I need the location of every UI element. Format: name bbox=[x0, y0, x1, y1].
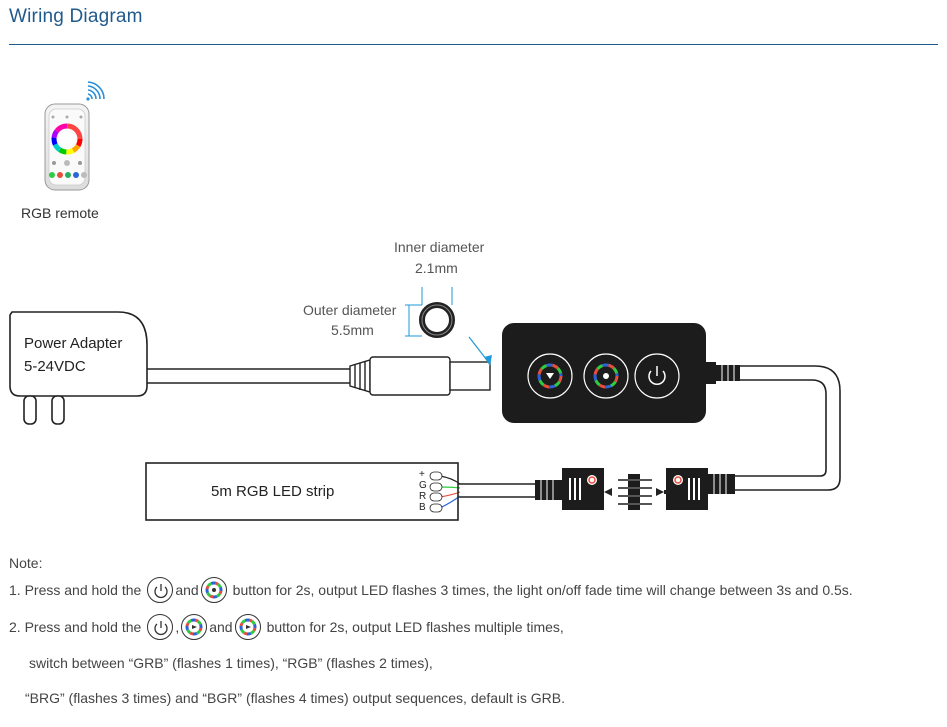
led-strip-label: 5m RGB LED strip bbox=[211, 483, 335, 500]
pin-header bbox=[598, 474, 670, 510]
right-connector bbox=[666, 468, 735, 510]
color-wheel-icon bbox=[234, 614, 261, 640]
adapter-cable bbox=[147, 368, 350, 384]
note-1-suffix: button for 2s, output LED flashes 3 time… bbox=[232, 582, 853, 598]
inner-diameter-label: Inner diameter bbox=[394, 239, 485, 255]
power-button bbox=[634, 353, 680, 399]
note-2-prefix: 2. Press and hold the bbox=[9, 619, 142, 635]
strip-pin-r: R bbox=[419, 491, 427, 502]
power-adapter-name: Power Adapter bbox=[24, 335, 123, 352]
remote-label: RGB remote bbox=[21, 205, 99, 221]
color-wheel-icon bbox=[200, 577, 227, 603]
note-1-prefix: 1. Press and hold the bbox=[9, 582, 142, 598]
power-adapter bbox=[9, 311, 148, 425]
strip-pads bbox=[429, 471, 443, 513]
strip-pin-plus: + bbox=[419, 469, 425, 480]
power-icon bbox=[147, 577, 174, 603]
outer-diameter-label: Outer diameter bbox=[303, 302, 397, 318]
inner-diameter-value: 2.1mm bbox=[415, 260, 458, 276]
outer-diameter-value: 5.5mm bbox=[331, 322, 374, 338]
note-line-1: 1. Press and hold the and button for 2s,… bbox=[9, 577, 853, 603]
note-1-and: and bbox=[175, 582, 199, 598]
mode-wheel-icon bbox=[181, 614, 208, 640]
note-line-4: “BRG” (flashes 3 times) and “BGR” (flash… bbox=[25, 690, 565, 706]
led-strip-body bbox=[145, 462, 459, 521]
page-title: Wiring Diagram bbox=[9, 6, 143, 27]
strip-cable bbox=[458, 483, 535, 498]
plug-diameter-indicator bbox=[405, 287, 492, 366]
left-connector bbox=[535, 468, 604, 510]
controller-output-cable bbox=[735, 365, 841, 491]
note-heading: Note: bbox=[9, 555, 43, 571]
note-2-and: and bbox=[209, 619, 233, 635]
title-divider bbox=[9, 44, 938, 45]
strip-pin-b: B bbox=[419, 502, 426, 513]
wifi-signal-icon bbox=[86, 81, 105, 101]
mode-button bbox=[527, 353, 573, 399]
note-line-3: switch between “GRB” (flashes 1 times), … bbox=[29, 655, 433, 671]
strip-wires bbox=[439, 475, 461, 509]
power-icon bbox=[147, 614, 174, 640]
color-button bbox=[583, 353, 629, 399]
strip-pin-g: G bbox=[419, 480, 427, 491]
note-2-comma: , bbox=[175, 619, 180, 635]
note-2-suffix: button for 2s, output LED flashes multip… bbox=[266, 619, 564, 635]
power-adapter-voltage: 5-24VDC bbox=[24, 358, 86, 375]
dc-plug bbox=[349, 356, 491, 396]
rgb-remote-icon bbox=[44, 103, 90, 191]
note-line-2: 2. Press and hold the , and button for 2… bbox=[9, 614, 564, 640]
